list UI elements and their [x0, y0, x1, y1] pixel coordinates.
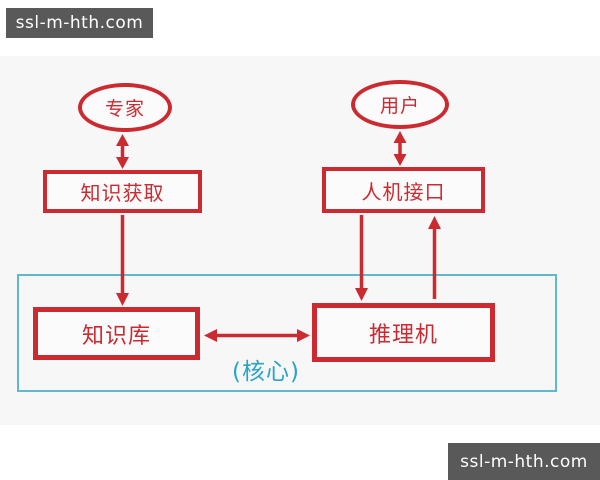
node-user-label: 用户	[379, 95, 420, 117]
node-user: 用户	[351, 80, 449, 129]
node-knowledge-acquisition: 知识获取	[43, 170, 202, 213]
watermark-bottom-right: ssl-m-hth.com	[448, 443, 600, 480]
core-label: (核心)	[232, 359, 300, 385]
node-knowledge-base: 知识库	[33, 307, 200, 360]
node-human-machine-interface-label: 人机接口	[361, 179, 446, 204]
node-knowledge-base-label: 知识库	[81, 323, 151, 349]
node-inference-engine: 推理机	[312, 303, 495, 362]
node-expert: 专家	[78, 83, 172, 132]
node-knowledge-acquisition-label: 知识获取	[80, 181, 165, 205]
watermark-top-left: ssl-m-hth.com	[6, 8, 153, 38]
node-expert-label: 专家	[104, 98, 145, 120]
core-boundary-box	[17, 274, 557, 392]
node-inference-engine-label: 推理机	[368, 322, 438, 348]
node-human-machine-interface: 人机接口	[322, 167, 485, 213]
